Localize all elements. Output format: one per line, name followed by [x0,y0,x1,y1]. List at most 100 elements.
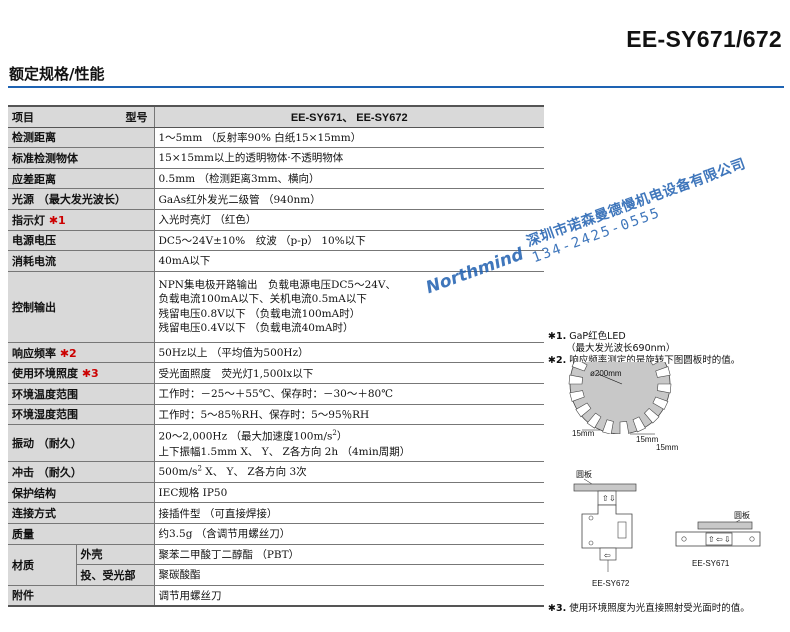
row-value: 工作时：5～85％RH、保存时：5～95％RH [154,404,544,426]
row-label: 质量 [8,523,155,545]
row-value-multiline: NPN集电极开路输出 负载电源电压DC5～24V、 负载电流100mA以下、关机… [154,271,544,343]
watermark-company: 深圳市诺森曼德慢机电设备有限公司 [524,155,748,251]
arrow-down-icon: ⇩ [609,494,616,503]
table-row: 电源电压 DC5～24V±10% 纹波 （p-p） 10%以下 [8,230,544,252]
disk-slot [655,366,671,378]
ee-sy671-disk [697,521,753,530]
row-sublabel: 外壳 [76,544,155,566]
diameter-leader [597,373,623,385]
disk-dim-b: 15mm [636,435,659,444]
row-value-multiline: 20～2,000Hz （最大加速度100m/s2） 上下振幅1.5mm X、 Y… [154,424,544,463]
row-value: 40mA以下 [154,250,544,272]
row-label: 保护结构 [8,482,155,504]
row-label: 消耗电流 [8,250,155,272]
disk-slot [644,408,660,424]
row-label: 电源电压 [8,230,155,252]
row-label: 光源 （最大发光波长） [8,188,155,210]
footnote-mark: ✱1 [48,213,66,227]
table-row: 环境温度范围 工作时：－25～＋55℃、保存时：－30～＋80℃ [8,383,544,405]
note-1: ✱1. GaP红色LED [548,328,626,342]
row-value: DC5～24V±10% 纹波 （p-p） 10%以下 [154,230,544,252]
row-value: 受光面照度 荧光灯1,500lx以下 [154,362,544,384]
disk-slot [569,390,585,402]
row-value: 约3.5g （含调节用螺丝刀） [154,523,544,545]
watermark-phone: 134-2425-0555 [530,204,664,267]
row-value: 工作时：－25～＋55℃、保存时：－30～＋80℃ [154,383,544,405]
slotted-disk-shape [568,362,672,434]
note-2-mark: ✱2. [548,355,567,366]
row-label: 应差距离 [8,168,155,190]
disk-slot [619,421,630,434]
disk-slot [575,402,592,418]
row-value: 入光时亮灯 （红色） [154,209,544,231]
row-value: 聚苯二甲酸丁二醇酯 （PBT） [154,544,544,566]
table-row: 应差距离 0.5mm （检测距离3mm、横向） [8,168,544,190]
row-value: 1～5mm （反射率90% 白纸15×15mm） [154,127,544,149]
header-item: 项目 [12,110,34,124]
model-title: EE-SY671/672 [626,26,782,52]
header-model-value: EE-SY671、 EE-SY672 [154,104,544,128]
row-label: 检测距离 [8,127,155,149]
row-value-line: 负载电流100mA以下、关机电流0.5mA以下 [158,293,367,306]
table-row: 质量 约3.5g （含调节用螺丝刀） [8,523,544,545]
disk-slot [586,412,602,429]
note-3-mark: ✱3. [548,603,567,614]
arrow-down-icon: ⇩ [724,535,731,544]
disk-dim-c: 15mm [656,443,679,452]
row-label-cell: 响应频率 ✱2 [8,342,155,364]
row-label: 环境温度范围 [8,383,155,405]
row-label: 控制输出 [8,271,155,343]
row-label: 标准检测物体 [8,147,155,169]
arrow-up-icon: ⇧ [708,535,715,544]
row-value: 50Hz以上 （平均值为500Hz） [154,342,544,364]
table-row: 光源 （最大发光波长） GaAs红外发光二级管 （940nm） [8,188,544,210]
table-row: 附件 调节用螺丝刀 [8,585,544,608]
arrow-left-icon: ⇦ [604,551,611,560]
table-row: 投、受光部 聚碳酸酯 [8,564,544,586]
row-value-line: 残留电压0.8V以下 （负载电流100mA时） [158,307,361,320]
arrow-up-icon: ⇧ [602,494,609,503]
header-item-cell: 项目 型号 [8,104,155,128]
note-3: ✱3. 使用环境照度为光直接照射受光面时的值。 [548,600,750,614]
disk-slot [652,396,669,410]
table-row: 使用环境照度 ✱3 受光面照度 荧光灯1,500lx以下 [8,362,544,384]
disk-slot [568,374,583,385]
disk-slot [632,416,646,433]
section-rule [8,86,784,88]
row-value: 接插件型 （可直接焊接） [154,502,544,524]
row-value-line: 20～2,000Hz （最大加速度100m/s2） [158,429,348,443]
disk-slot [650,362,659,366]
ee-sy672-disk-label: 圆板 [576,469,592,479]
row-label-cell: 指示灯 ✱1 [8,209,155,231]
footnote-mark: ✱3 [81,367,99,381]
note-2: ✱2. 响应频率测定的是旋转下图圆板时的值。 [548,352,740,366]
table-row: 冲击 （耐久） 500m/s2 X、 Y、 Z各方向 3次 [8,461,544,483]
ee-sy672-disk [573,483,637,492]
rotating-disk-figure: ø200mm 15mm 15mm 15mm [568,362,679,452]
table-row: 响应频率 ✱2 50Hz以上 （平均值为500Hz） [8,342,544,364]
row-label: 响应频率 [12,346,56,360]
table-row: 连接方式 接插件型 （可直接焊接） [8,502,544,524]
table-header-row: 项目 型号 EE-SY671、 EE-SY672 [8,104,544,128]
row-value-line: 上下振幅1.5mm X、 Y、 Z各方向 2h （4min周期） [158,445,411,458]
table-row: 标准检测物体 15×15mm以上的透明物体·不透明物体 [8,147,544,169]
table-row: 检测距离 1～5mm （反射率90% 白纸15×15mm） [8,127,544,149]
spec-table: 项目 型号 EE-SY671、 EE-SY672 检测距离 1～5mm （反射率… [8,104,544,608]
row-label-cell: 使用环境照度 ✱3 [8,362,155,384]
note-2-text: 响应频率测定的是旋转下图圆板时的值。 [569,355,741,366]
ee-sy671-disk-label: 圆板 [734,510,750,520]
table-row: 控制输出 NPN集电极开路输出 负载电源电压DC5～24V、 负载电流100mA… [8,271,544,343]
note-3-text: 使用环境照度为光直接照射受光面时的值。 [569,603,750,614]
row-value-line: 残留电压0.4V以下 （负载电流40mA时） [158,322,354,335]
disk-dim-a: 15mm [572,429,595,438]
row-label: 附件 [8,585,155,608]
disk-slot [657,383,672,394]
row-value: GaAs红外发光二级管 （940nm） [154,188,544,210]
ee-sy671-name: EE-SY671 [692,559,730,568]
row-label: 指示灯 [12,213,45,227]
note-1-sub: （最大发光波长690nm） [566,343,676,354]
note-1-text: GaP红色LED [569,331,626,342]
row-value: 0.5mm （检测距离3mm、横向） [154,168,544,190]
note-1-mark: ✱1. [548,331,567,342]
table-row: 消耗电流 40mA以下 [8,250,544,272]
